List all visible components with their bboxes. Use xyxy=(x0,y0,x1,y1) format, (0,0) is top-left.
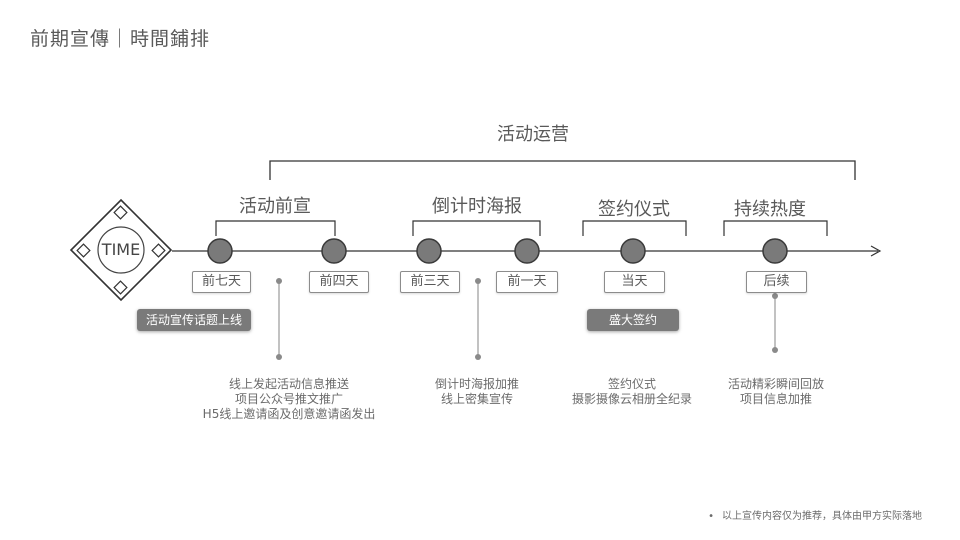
page-title: 前期宣傳｜時間鋪排 xyxy=(30,28,211,50)
note-line: H5线上邀请函及创意邀请函发出 xyxy=(202,407,376,421)
connector-note-1 xyxy=(276,278,282,360)
top-bracket xyxy=(269,160,856,180)
time-logo-text: TIME xyxy=(101,240,141,259)
time-logo xyxy=(69,198,173,302)
footnote-text: 以上宣传内容仅为推荐，具体由甲方实际落地 xyxy=(722,511,922,522)
node-day-minus-3 xyxy=(416,238,442,264)
milestone-tag-4: 前一天 xyxy=(496,271,558,293)
footnote: • 以上宣传内容仅为推荐，具体由甲方实际落地 xyxy=(708,507,922,522)
bracket-phase-2 xyxy=(412,220,541,236)
phase-heading-2: 倒计时海报 xyxy=(432,196,522,217)
bracket-phase-3 xyxy=(582,220,687,236)
note-line: 签约仪式 xyxy=(607,377,657,391)
node-day-0 xyxy=(620,238,646,264)
note-line: 线上发起活动信息推送 xyxy=(228,377,350,391)
node-day-minus-7 xyxy=(207,238,233,264)
top-heading: 活动运营 xyxy=(497,124,569,145)
phase-heading-1: 活动前宣 xyxy=(239,196,311,217)
note-line: 倒计时海报加推 xyxy=(434,377,520,391)
milestone-tag-5: 当天 xyxy=(604,271,665,293)
note-block-3: 签约仪式 摄影摄像云相册全纪录 xyxy=(572,377,692,407)
note-line: 线上密集宣传 xyxy=(440,392,514,406)
note-block-4: 活动精彩瞬间回放 项目信息加推 xyxy=(728,377,824,407)
timeline-arrowhead xyxy=(870,245,882,257)
node-follow-up xyxy=(762,238,788,264)
note-line: 活动精彩瞬间回放 xyxy=(727,377,825,391)
connector-note-4 xyxy=(772,293,778,353)
bullet-icon: • xyxy=(708,511,714,522)
note-block-2: 倒计时海报加推 线上密集宣传 xyxy=(435,377,519,407)
bracket-phase-1 xyxy=(215,220,336,236)
phase-heading-4: 持续热度 xyxy=(734,199,806,220)
node-day-minus-1 xyxy=(514,238,540,264)
note-line: 项目信息加推 xyxy=(739,392,813,406)
milestone-tag-3: 前三天 xyxy=(400,271,460,293)
milestone-tag-2: 前四天 xyxy=(309,271,369,293)
bracket-phase-4 xyxy=(723,220,828,236)
note-line: 项目公众号推文推广 xyxy=(234,392,344,406)
milestone-tag-1: 前七天 xyxy=(192,271,251,293)
milestone-tag-6: 后续 xyxy=(746,271,807,293)
phase-heading-3: 签约仪式 xyxy=(598,199,670,220)
connector-note-2 xyxy=(475,278,481,360)
node-day-minus-4 xyxy=(321,238,347,264)
note-block-1: 线上发起活动信息推送 项目公众号推文推广 H5线上邀请函及创意邀请函发出 xyxy=(203,377,376,422)
highlight-tag-topic-launch: 活动宣传话题上线 xyxy=(137,309,251,331)
note-line: 摄影摄像云相册全纪录 xyxy=(571,392,693,406)
highlight-tag-signing: 盛大签约 xyxy=(587,309,679,331)
